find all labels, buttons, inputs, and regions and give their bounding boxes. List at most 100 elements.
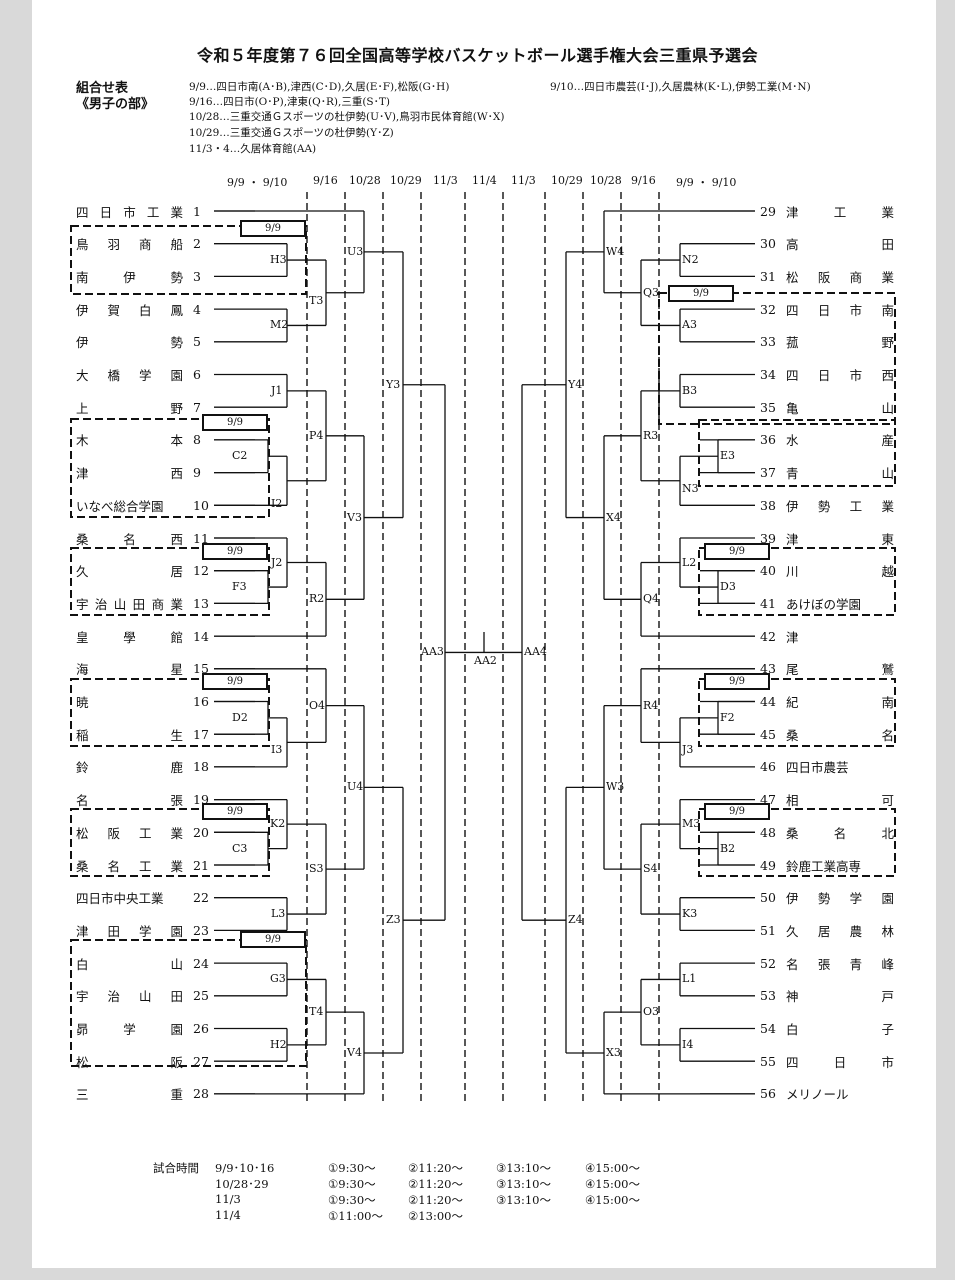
venue-group-box xyxy=(698,419,896,487)
team-number: 15 xyxy=(193,661,209,677)
team-name: 四日市南 xyxy=(786,302,894,318)
team-number: 52 xyxy=(760,955,776,971)
team-name: 水産 xyxy=(786,433,894,449)
team-name: 津 xyxy=(786,629,799,645)
round-date: 11/4 xyxy=(472,174,497,187)
round-date: 9/16 xyxy=(631,174,656,187)
team-number: 22 xyxy=(193,890,209,906)
team-number: 13 xyxy=(193,595,209,611)
round-date: 11/3 xyxy=(511,174,536,187)
date-badge: 9/9 xyxy=(202,543,268,560)
team-name: 伊勢 xyxy=(76,335,183,351)
match-label: Z3 xyxy=(386,913,401,927)
team-number: 9 xyxy=(193,465,201,481)
match-label: L3 xyxy=(271,907,286,921)
venue-group-box xyxy=(70,547,270,616)
match-label: O3 xyxy=(643,1005,660,1019)
time-cell: ④15:00～ xyxy=(585,1193,640,1207)
team-name: 津田学園 xyxy=(76,923,183,939)
time-cell: 9/9･10･16 xyxy=(215,1161,275,1175)
team-number: 17 xyxy=(193,726,209,742)
match-label: B2 xyxy=(720,841,736,855)
team-name: 松阪商業 xyxy=(786,269,894,285)
match-label: C3 xyxy=(232,841,248,855)
team-number: 3 xyxy=(193,268,201,284)
team-number: 53 xyxy=(760,988,776,1004)
team-number: 44 xyxy=(760,694,776,709)
time-cell: 10/28･29 xyxy=(215,1177,269,1191)
match-label: S4 xyxy=(643,862,658,876)
team-number: 40 xyxy=(760,563,776,579)
match-label: I4 xyxy=(682,1037,694,1051)
schedule-line: 11/3・4…久居体育館(AA) xyxy=(189,143,317,155)
team-name: 津西 xyxy=(76,466,183,482)
team-left: 海星 15 xyxy=(76,660,211,678)
match-label: P4 xyxy=(309,428,324,442)
team-name: 青山 xyxy=(786,466,894,482)
team-number: 46 xyxy=(760,759,776,775)
round-date: 9/16 xyxy=(313,174,338,187)
team-name: 四日市工業 xyxy=(76,204,183,220)
match-label: D3 xyxy=(720,580,736,594)
team-number: 16 xyxy=(193,694,209,709)
team-name: 桑名西 xyxy=(76,531,183,547)
match-label: J3 xyxy=(682,743,694,757)
team-number: 29 xyxy=(760,203,776,219)
date-badge: 9/9 xyxy=(704,803,770,820)
venue-group-box xyxy=(70,808,270,877)
team-right: 40 川越 xyxy=(760,562,894,580)
date-badge: 9/9 xyxy=(202,803,268,820)
team-number: 12 xyxy=(193,563,209,579)
team-number: 28 xyxy=(193,1086,209,1102)
time-cell: ③13:10～ xyxy=(496,1177,551,1191)
match-label: Q4 xyxy=(643,592,660,606)
match-label: F3 xyxy=(232,580,247,594)
round-date: 10/28 xyxy=(590,174,622,187)
time-cell: ③13:10～ xyxy=(496,1161,551,1175)
round-date: 9/9 ・ 9/10 xyxy=(676,176,737,189)
team-name: あけぼの学園 xyxy=(786,596,862,612)
team-number: 35 xyxy=(760,399,776,415)
team-name: 久居農林 xyxy=(786,923,894,939)
team-name: 紀南 xyxy=(786,695,894,710)
venue-group-box xyxy=(70,418,270,518)
team-name: 伊勢学園 xyxy=(786,891,894,907)
round-date: 11/3 xyxy=(433,174,458,187)
team-name: 海星 xyxy=(76,662,183,678)
venue-group-box xyxy=(698,547,896,616)
team-number: 41 xyxy=(760,595,776,611)
match-label: H3 xyxy=(270,253,287,267)
team-number: 48 xyxy=(760,824,776,840)
match-label: A3 xyxy=(682,318,697,332)
round-date: 10/29 xyxy=(390,174,422,187)
date-badge: 9/9 xyxy=(240,931,306,948)
venue-group-box xyxy=(698,808,896,877)
match-label: T4 xyxy=(309,1005,324,1019)
team-name: 桑名北 xyxy=(786,825,894,841)
division-label: 《男子の部》 xyxy=(76,97,155,112)
match-label: C2 xyxy=(232,449,248,463)
team-number: 55 xyxy=(760,1053,776,1069)
round-date: 10/29 xyxy=(551,174,583,187)
team-name: いなべ総合学園 xyxy=(76,498,164,514)
team-name: 川越 xyxy=(786,564,894,580)
time-cell: 11/4 xyxy=(215,1208,241,1222)
